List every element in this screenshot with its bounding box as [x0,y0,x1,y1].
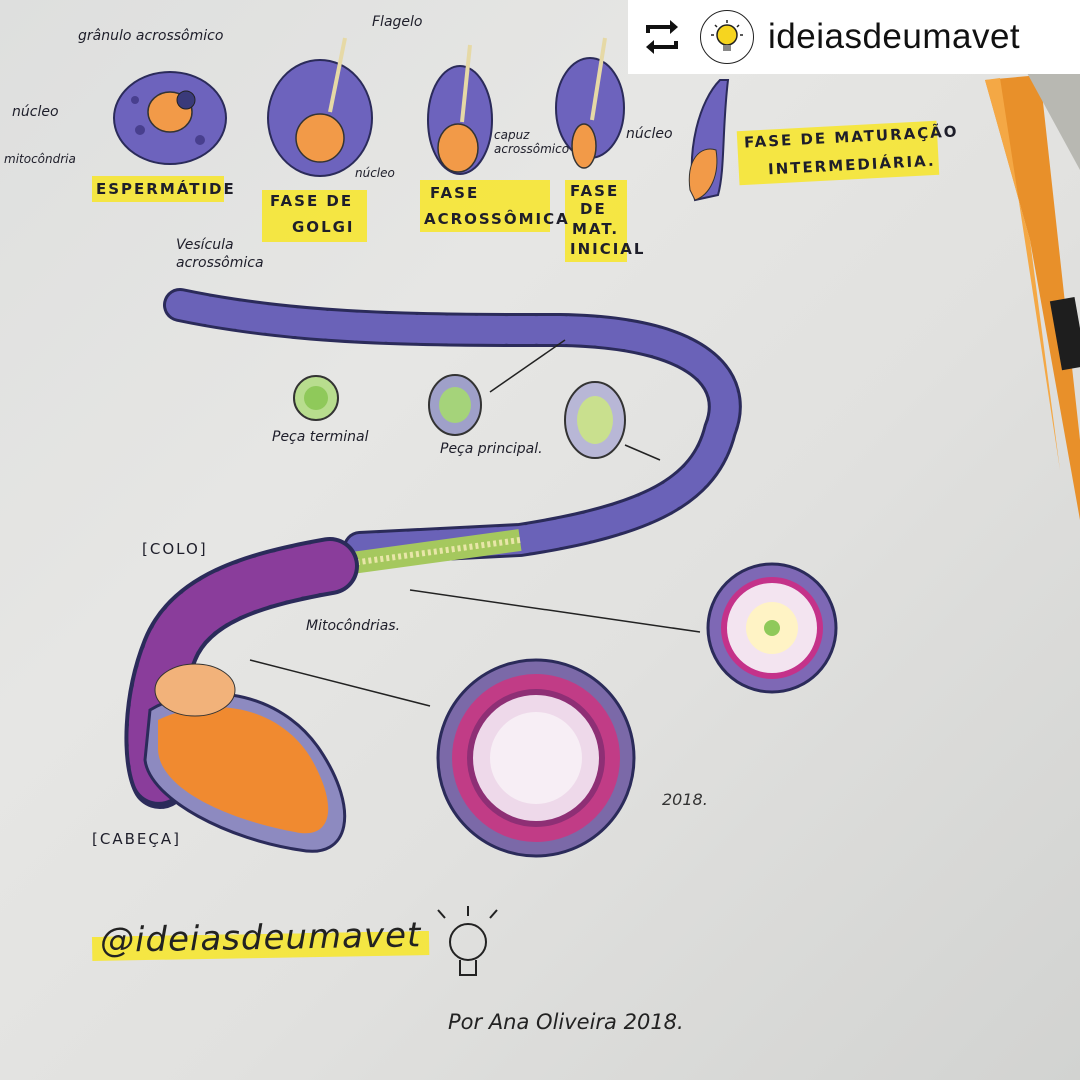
cross-section-principal-2 [564,381,626,459]
title-spermatid: ESPERMÁTIDE [96,180,236,198]
stage-highlights [92,120,940,262]
flagellum [163,288,742,577]
title-initmat-4: INICIAL [570,240,646,258]
label-mitochondria-1: mitocôndria [4,152,76,166]
repost-username[interactable]: ideiasdeumavet [768,17,1021,56]
label-acrosomal-vesicle: Vesícula acrossômica [176,237,264,271]
cross-section-principal [428,374,482,436]
repost-icon[interactable] [640,15,684,59]
orange-pencil [985,55,1080,520]
label-acrosomal-cap: capuz acrossômico [494,128,570,156]
sperm-head [143,663,347,853]
intermediate-maturation-cell [688,79,730,202]
cross-section-midpiece-large [436,658,636,858]
title-golgi-2: GOLGI [292,218,355,236]
label-nucleus-1: núcleo [12,104,59,120]
cross-section-midpiece-small [706,562,838,694]
avatar[interactable] [700,10,754,64]
label-nucleus-2: núcleo [355,166,395,180]
title-acrosomal-2: ACROSSÔMICA [424,210,570,228]
title-initmat-3: MAT. [572,220,620,238]
golgi-phase-cell [267,37,373,177]
cross-section-terminal [293,375,339,421]
label-neck: [COLO] [142,540,208,558]
label-terminal-piece: Peça terminal [272,429,369,445]
title-acrosomal-1: FASE [430,184,480,202]
label-nucleus-3: núcleo [626,126,673,142]
label-flagellum: Flagelo [372,14,423,30]
lightbulb-icon [711,20,743,51]
callout-arrows [249,339,701,707]
title-golgi-1: FASE DE [270,192,354,210]
footer-author: Por Ana Oliveira 2018. [448,1010,684,1034]
artist-signature: 2018. [662,790,708,809]
label-principal-piece: Peça principal. [440,441,543,457]
spermatid-cell [113,71,227,165]
acrosomal-phase-cell [427,44,493,175]
label-head: [CABEÇA] [92,830,181,848]
footer-handle: @ideiasdeumavet [91,915,430,961]
title-initmat-2: DE [580,200,607,218]
initial-maturation-cell [555,37,625,169]
repost-bar: ideiasdeumavet [628,0,1080,74]
label-acrosomal-granule: grânulo acrossômico [78,28,224,44]
title-initmat-1: FASE [570,182,620,200]
label-mitochondria-2: Mitocôndrias. [306,618,401,634]
lightbulb-doodle-icon [437,906,498,976]
